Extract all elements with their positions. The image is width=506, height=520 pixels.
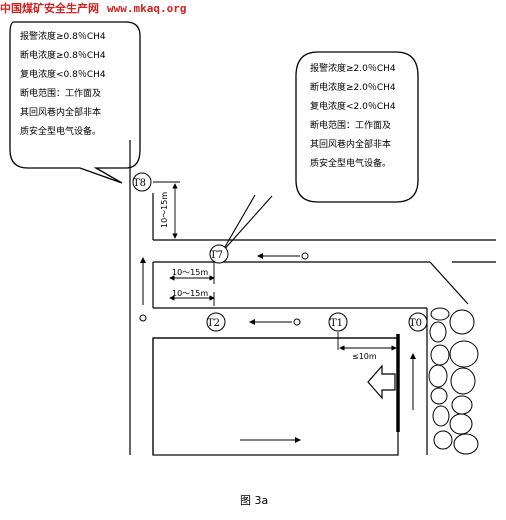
right-bubble-line: 其回风巷内全部非本 bbox=[310, 140, 392, 150]
left-bubble-line: 报警浓度≥0.8％CH4 bbox=[20, 32, 106, 42]
sensor-t0-label: T0 bbox=[409, 318, 422, 329]
dim-vertical-label: 10～15m bbox=[160, 192, 169, 228]
sensor-t8: T8 bbox=[132, 172, 152, 192]
right-bubble-shape bbox=[295, 51, 419, 203]
right-bubble-line: 报警浓度≥2.0％CH4 bbox=[310, 64, 396, 74]
left-bubble-shape bbox=[9, 21, 141, 184]
sensor-t2: T2 bbox=[206, 312, 226, 332]
right-bubble-text: 报警浓度≥2.0％CH4 断电浓度≥2.0％CH4 复电浓度<2.0％CH4 断… bbox=[310, 60, 396, 174]
site-header: 中国煤矿安全生产网 www.mkaq.org bbox=[0, 0, 187, 15]
site-name[interactable]: 中国煤矿安全生产网 bbox=[0, 2, 99, 15]
left-bubble-line: 质安全型电气设备。 bbox=[20, 127, 102, 137]
left-bubble-line: 其回风巷内全部非本 bbox=[20, 108, 102, 118]
left-bubble-line: 复电浓度<0.8％CH4 bbox=[20, 70, 106, 80]
sensor-t7: T7 bbox=[209, 244, 229, 264]
figure-caption: 图 3a bbox=[240, 494, 269, 507]
left-bubble-text: 报警浓度≥0.8％CH4 断电浓度≥0.8％CH4 复电浓度<0.8％CH4 断… bbox=[20, 28, 106, 142]
dim-face-label: ≤10m bbox=[352, 352, 377, 361]
dim-upper-label: 10～15m bbox=[172, 268, 208, 277]
sensor-t0: T0 bbox=[408, 312, 428, 332]
dim-lower-label: 10～15m bbox=[172, 289, 208, 298]
left-bubble-line: 断电范围：工作面及 bbox=[20, 89, 102, 99]
right-bubble-line: 断电范围：工作面及 bbox=[310, 121, 392, 131]
dimension-lines bbox=[153, 181, 397, 351]
right-bubble-line: 质安全型电气设备。 bbox=[310, 159, 392, 169]
site-url[interactable]: www.mkaq.org bbox=[107, 2, 187, 15]
airflow-arrows bbox=[139, 252, 416, 443]
right-bubble-line: 断电浓度≥2.0％CH4 bbox=[310, 83, 396, 93]
left-bubble-line: 断电浓度≥0.8％CH4 bbox=[20, 51, 106, 61]
right-bubble-pointer bbox=[221, 194, 273, 253]
right-bubble-line: 复电浓度<2.0％CH4 bbox=[310, 102, 396, 112]
return-airway bbox=[153, 239, 496, 305]
sensor-t2-label: T2 bbox=[207, 318, 220, 329]
sensor-t7-label: T7 bbox=[210, 250, 223, 261]
goaf-stones bbox=[428, 307, 479, 455]
sensor-t1-label: T1 bbox=[330, 318, 343, 329]
sensor-t1: T1 bbox=[328, 312, 348, 332]
sensor-t8-label: T8 bbox=[133, 178, 146, 189]
face-advance-arrow bbox=[367, 364, 396, 400]
